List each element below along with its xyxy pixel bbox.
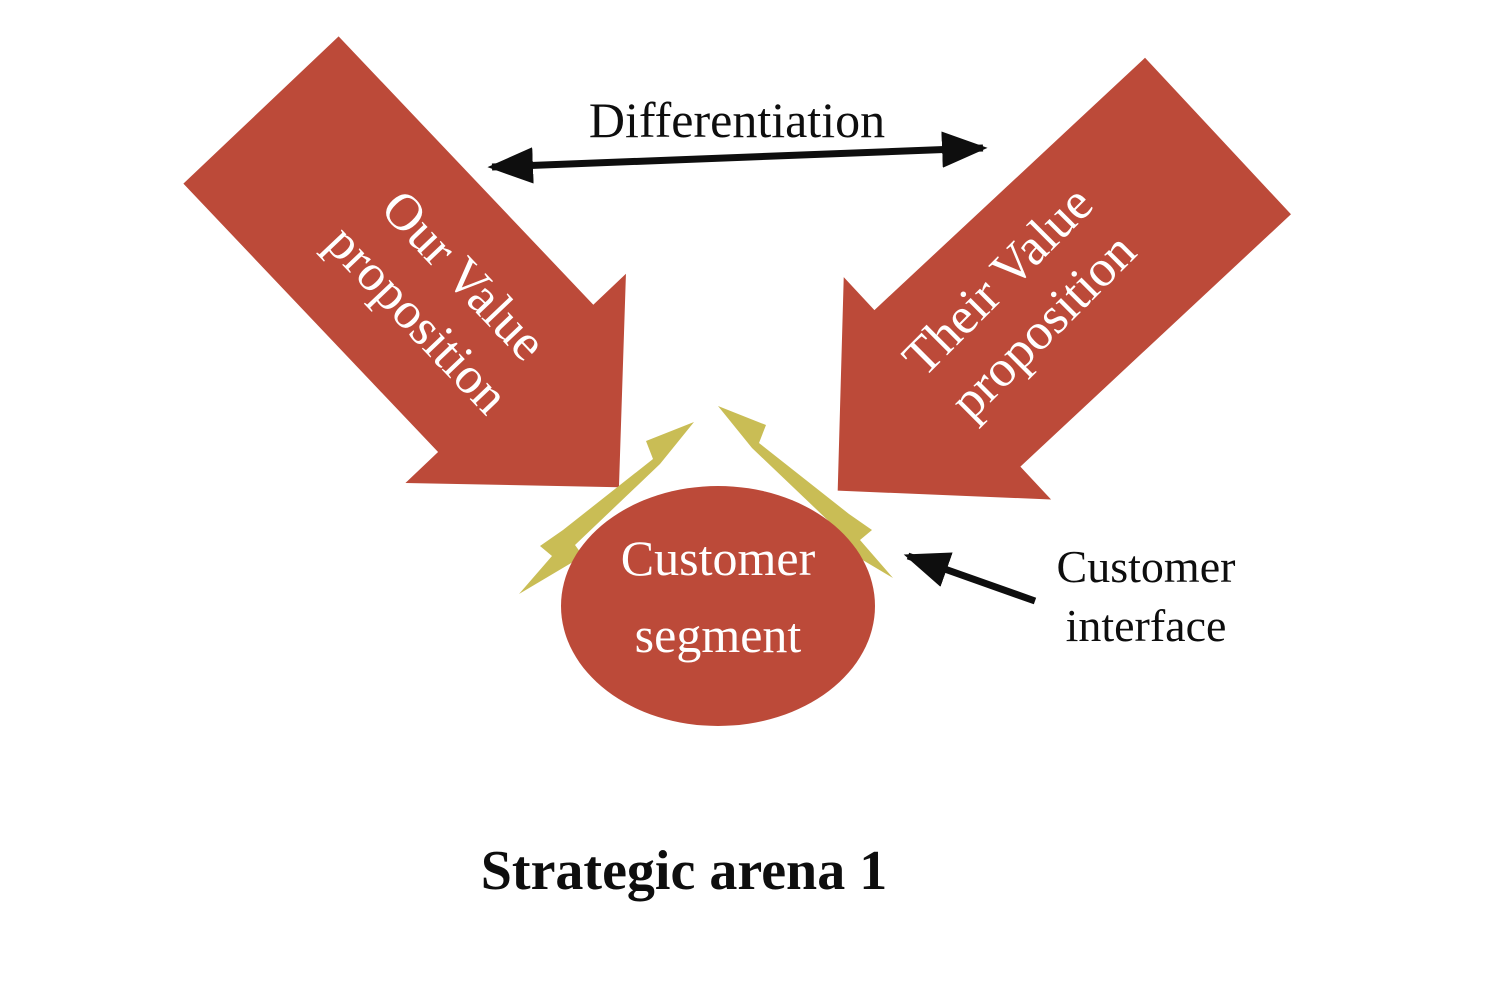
customer-segment-label-line1: Customer xyxy=(621,530,816,586)
customer-segment-label-line2: segment xyxy=(635,607,802,663)
page-title: Strategic arena 1 xyxy=(481,840,887,902)
customer-interface-label-line2: interface xyxy=(1066,600,1227,651)
differentiation-label: Differentiation xyxy=(589,92,885,148)
customer-interface-label-line1: Customer xyxy=(1057,541,1236,592)
customer-interface-arrow-icon xyxy=(903,552,1037,605)
customer-segment-ellipse xyxy=(561,486,875,726)
differentiation-double-arrow-icon xyxy=(487,131,988,184)
